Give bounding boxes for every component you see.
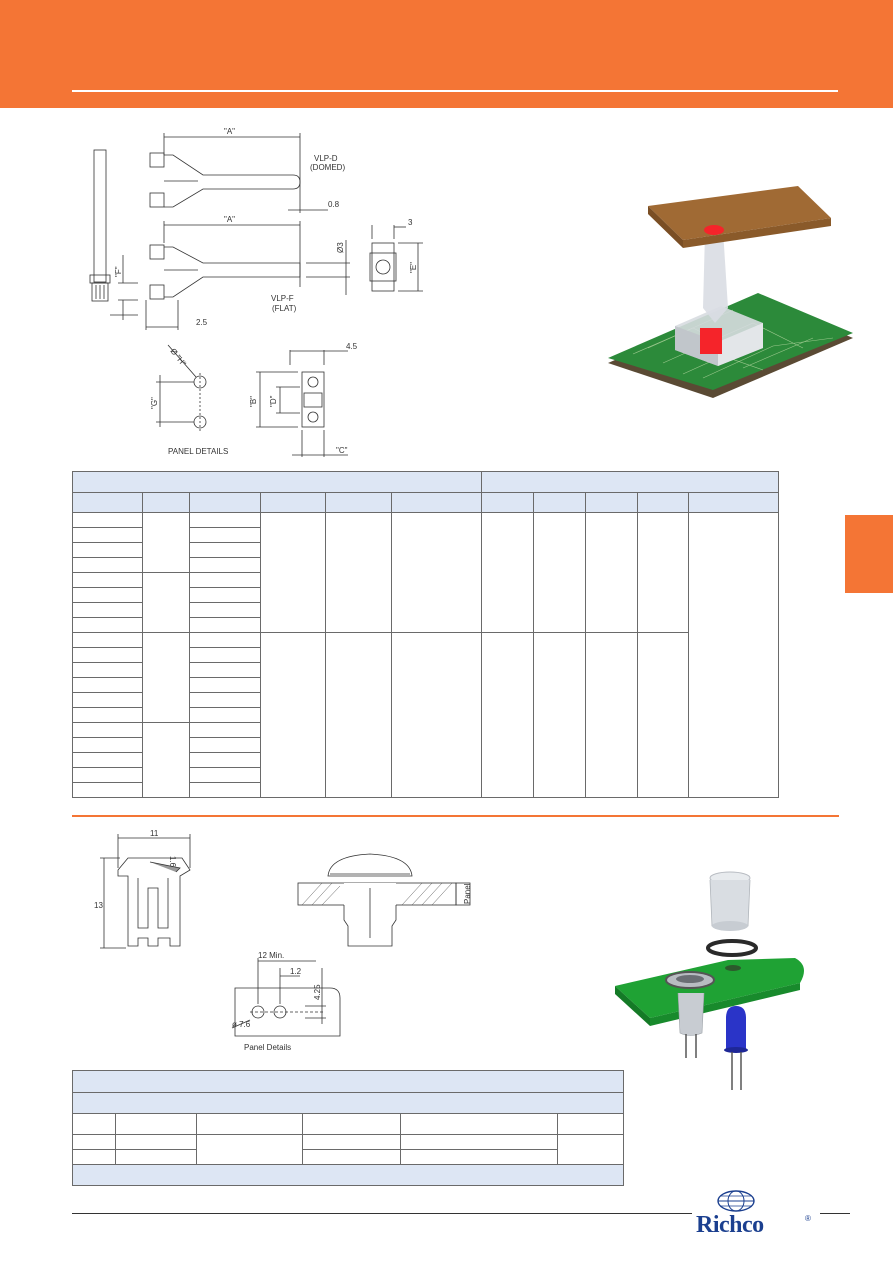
led-spacer-pcb-photo — [603, 178, 858, 405]
table-row — [72, 512, 780, 798]
table-row — [72, 782, 779, 798]
dim-d: "D" — [269, 395, 278, 407]
table1-col — [260, 492, 326, 513]
richco-globe-logo — [717, 1190, 755, 1212]
table2-footer-row — [71, 1164, 625, 1186]
table1-header-left — [71, 471, 483, 493]
table-row — [72, 632, 779, 798]
table-row — [72, 572, 779, 633]
side-tab — [845, 515, 893, 593]
dim-4-5: 4.5 — [346, 342, 358, 351]
vlp-spec-table — [71, 471, 780, 798]
logo-registered-mark: ® — [805, 1214, 811, 1223]
led-mount-panel-photo — [610, 868, 815, 1101]
table-row — [72, 1134, 625, 1165]
panel-details-label-2: Panel Details — [244, 1043, 291, 1052]
label-vlp-d: VLP-D — [314, 154, 338, 163]
dim-e: "E" — [409, 262, 418, 273]
panel-details-label: PANEL DETAILS — [168, 447, 228, 456]
dim-a-top: "A" — [224, 127, 235, 136]
dim-1-65: 1.6 — [168, 856, 177, 868]
table-row — [72, 752, 779, 768]
footer-rule — [72, 1213, 692, 1214]
table1-col — [390, 492, 483, 513]
table1-col — [189, 492, 261, 513]
table2-subheader — [71, 1092, 625, 1114]
table-row — [72, 617, 779, 633]
table-row — [72, 647, 779, 663]
led-mount-technical-drawing: 11 13 1.6 Panel 12 Min. 1.2 4.25 ø 7.6 P… — [90, 828, 490, 1058]
table1-col — [585, 492, 639, 513]
table-row — [72, 602, 779, 618]
dim-c: "C" — [336, 446, 348, 455]
vlp-technical-drawing: "A" "A" VLP-D (DOMED) 0.8 Ø3 3 "E" "F" V… — [78, 125, 438, 465]
dim-4-25: 4.25 — [313, 984, 322, 1000]
table-row — [72, 707, 779, 723]
logo-text: Richco — [696, 1212, 764, 1238]
table1-col — [142, 492, 190, 513]
table2-column-headers — [72, 1113, 625, 1135]
dim-g: "G" — [150, 397, 159, 409]
table1-col — [533, 492, 587, 513]
table1-col — [637, 492, 690, 513]
table-row — [72, 587, 779, 603]
table1-header-row — [71, 471, 780, 493]
label-vlp-f: VLP-F — [271, 294, 294, 303]
label-vlp-f-flat: (FLAT) — [272, 304, 297, 313]
dim-dia-3: Ø3 — [336, 242, 345, 253]
table1-col — [72, 492, 143, 513]
table2-header-row — [71, 1070, 625, 1093]
table-row — [72, 527, 779, 543]
label-vlp-d-domed: (DOMED) — [310, 163, 345, 172]
dim-11: 11 — [150, 829, 159, 838]
dim-a-bottom: "A" — [224, 215, 235, 224]
table-row — [72, 722, 779, 798]
table-row — [72, 677, 779, 693]
footer-rule-right — [820, 1213, 850, 1214]
dim-b: "B" — [249, 396, 258, 407]
table1-col — [481, 492, 535, 513]
table-row — [72, 1149, 624, 1165]
dim-dia-7-6: ø 7.6 — [232, 1020, 251, 1029]
dim-f: "F" — [114, 266, 123, 277]
led-mount-spec-table — [71, 1070, 625, 1186]
table-row — [72, 662, 779, 678]
richco-logo: Richco ® — [690, 1188, 820, 1238]
table2-footer — [71, 1164, 625, 1186]
table2-subheader-row — [71, 1092, 625, 1114]
dim-0-8: 0.8 — [328, 200, 340, 209]
dim-1-2: 1.2 — [290, 967, 302, 976]
panel-thickness-label: Panel — [463, 883, 472, 904]
dim-13: 13 — [94, 901, 103, 910]
table1-header-right — [481, 471, 780, 493]
header-rule — [72, 90, 838, 92]
dim-3: 3 — [408, 218, 413, 227]
dim-12-min: 12 Min. — [258, 951, 284, 960]
table1-col — [325, 492, 392, 513]
section-divider — [72, 815, 839, 817]
table1-col — [688, 492, 780, 513]
table1-column-headers — [72, 492, 780, 513]
dim-2-5: 2.5 — [196, 318, 208, 327]
table2-header — [71, 1070, 625, 1093]
table-row — [72, 542, 779, 558]
